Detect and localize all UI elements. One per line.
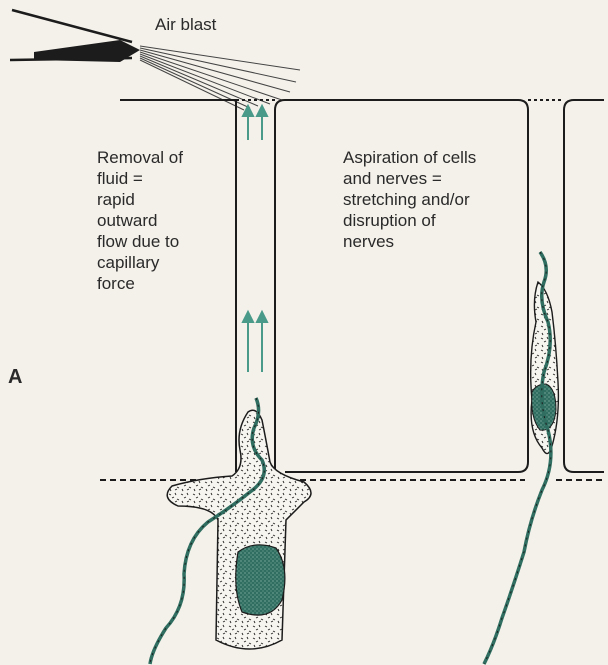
aspiration-label: Aspiration of cells and nerves = stretch…: [343, 147, 476, 252]
air-blast-label: Air blast: [155, 14, 216, 35]
air-syringe: [10, 10, 140, 62]
odontoblast-aspirated: [484, 252, 558, 664]
removal-of-fluid-label: Removal of fluid = rapid outward flow du…: [97, 147, 183, 294]
panel-letter: A: [8, 367, 22, 388]
flow-arrows: [243, 106, 267, 372]
odontoblast-left: [150, 398, 311, 664]
